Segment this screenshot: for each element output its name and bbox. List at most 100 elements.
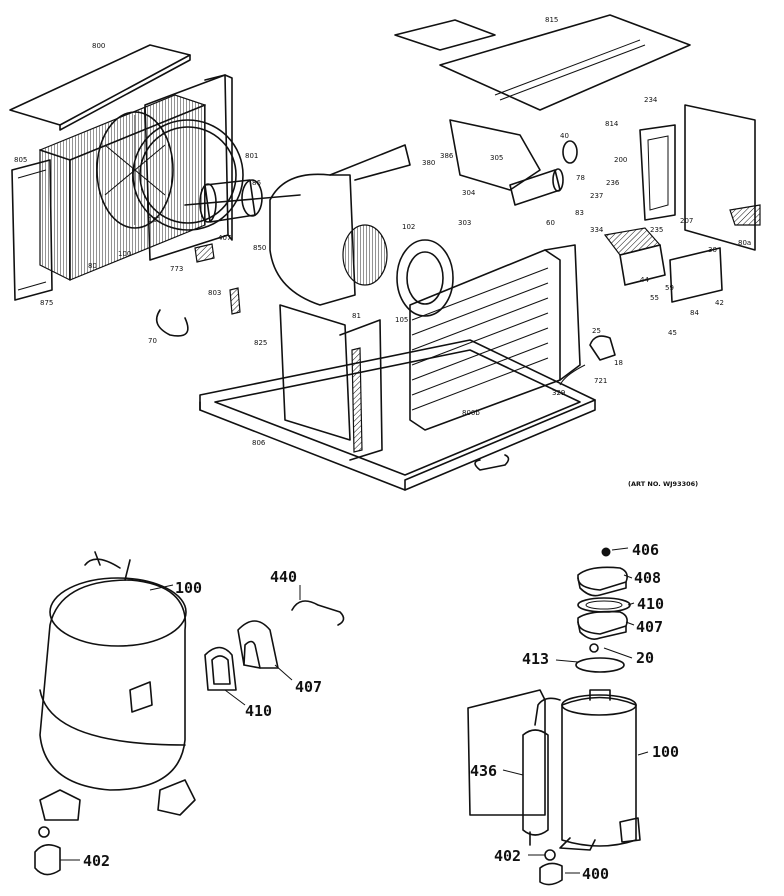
svg-text:40: 40 <box>560 132 569 140</box>
blower-wheel <box>342 224 388 286</box>
callout-436: 436 <box>470 762 497 780</box>
blower-housing <box>269 173 356 306</box>
compressor-rotary: 406 408 410 407 413 20 100 436 402 400 <box>467 541 679 886</box>
orifice-ring <box>396 239 454 317</box>
svg-text:237: 237 <box>590 192 603 200</box>
callout-402-right: 402 <box>494 847 521 865</box>
top-cover-right <box>439 14 691 111</box>
svg-text:18: 18 <box>614 359 623 367</box>
small-panel <box>394 19 496 51</box>
svg-text:84: 84 <box>690 309 699 317</box>
callout-100-right: 100 <box>652 743 679 761</box>
control-plate <box>669 247 723 303</box>
svg-text:814: 814 <box>605 120 619 128</box>
terminal-cover-408 <box>577 566 628 591</box>
svg-text:81: 81 <box>352 312 361 320</box>
callout-407-right: 407 <box>636 618 663 636</box>
svg-text:44: 44 <box>640 276 649 284</box>
callout-408: 408 <box>634 569 661 587</box>
svg-text:800: 800 <box>92 42 105 50</box>
grommet <box>34 844 61 876</box>
svg-text:105: 105 <box>395 316 408 324</box>
svg-text:200: 200 <box>614 156 627 164</box>
svg-text:386: 386 <box>440 152 454 160</box>
svg-text:55: 55 <box>650 294 659 302</box>
callout-20: 20 <box>636 649 654 667</box>
callout-413: 413 <box>522 650 549 668</box>
rotary-compressor-body <box>561 696 637 847</box>
svg-text:329: 329 <box>552 389 565 397</box>
callout-100-left: 100 <box>175 579 202 597</box>
grommet-right <box>539 862 563 886</box>
gasket-413 <box>575 657 625 673</box>
callout-410-left: 410 <box>245 702 272 720</box>
top-assembly: 815 800 805 80 100 101 773 875 70 86 801… <box>9 14 761 491</box>
svg-text:380: 380 <box>422 159 435 167</box>
mount-foot-right <box>157 779 196 816</box>
svg-text:235: 235 <box>650 226 663 234</box>
callout-410-right: 410 <box>637 595 664 613</box>
svg-text:803: 803 <box>208 289 221 297</box>
svg-text:30: 30 <box>708 246 717 254</box>
control-panel-frame <box>639 124 676 221</box>
svg-text:304: 304 <box>462 189 476 197</box>
svg-text:875: 875 <box>40 299 53 307</box>
callout-440: 440 <box>270 568 297 586</box>
compressor-large: 100 440 407 410 402 <box>34 551 345 876</box>
terminal-cover-407-right <box>577 610 628 635</box>
svg-text:78: 78 <box>576 174 585 182</box>
svg-text:80a: 80a <box>738 239 751 247</box>
evaporator-coil <box>409 249 561 431</box>
svg-text:234: 234 <box>644 96 658 104</box>
svg-text:801: 801 <box>245 152 258 160</box>
svg-text:305: 305 <box>490 154 503 162</box>
callout-407-left: 407 <box>295 678 322 696</box>
accumulator <box>522 729 549 836</box>
svg-text:70: 70 <box>148 337 157 345</box>
svg-text:407: 407 <box>218 234 231 242</box>
svg-text:45: 45 <box>668 329 677 337</box>
condenser-fan <box>96 111 174 229</box>
art-number: (ART NO. WJ93306) <box>628 480 698 488</box>
power-cord <box>155 309 189 337</box>
svg-text:42: 42 <box>715 299 724 307</box>
svg-text:850: 850 <box>253 244 266 252</box>
svg-text:59: 59 <box>665 284 674 292</box>
retaining-clip-440 <box>291 600 345 626</box>
svg-text:800b: 800b <box>462 409 480 417</box>
callout-400: 400 <box>582 865 609 883</box>
svg-text:825: 825 <box>254 339 267 347</box>
svg-text:806: 806 <box>252 439 266 447</box>
gasket-410 <box>204 646 237 691</box>
callout-402-left: 402 <box>83 852 110 870</box>
svg-text:86: 86 <box>252 179 261 187</box>
svg-text:805: 805 <box>14 156 27 164</box>
callout-406: 406 <box>632 541 659 559</box>
svg-text:334: 334 <box>590 226 604 234</box>
svg-text:60: 60 <box>546 219 555 227</box>
mounting-bracket <box>467 689 546 816</box>
svg-text:102: 102 <box>402 223 415 231</box>
condenser-coil <box>39 94 206 281</box>
terminal-cover-407 <box>237 620 279 669</box>
svg-text:207: 207 <box>680 217 693 225</box>
svg-text:100: 100 <box>118 250 131 258</box>
compressor-body <box>39 579 187 791</box>
top-assembly-labels: 815 800 805 80 100 101 773 875 70 86 801… <box>14 16 751 488</box>
svg-text:80: 80 <box>88 262 97 270</box>
svg-text:101: 101 <box>148 216 161 224</box>
svg-text:236: 236 <box>606 179 620 187</box>
svg-text:303: 303 <box>458 219 471 227</box>
svg-text:83: 83 <box>575 209 584 217</box>
thermostat <box>589 335 616 361</box>
capacitor <box>509 169 561 206</box>
svg-text:773: 773 <box>170 265 183 273</box>
side-panel-left <box>11 159 53 301</box>
svg-text:721: 721 <box>594 377 607 385</box>
mount-foot-left <box>39 789 81 821</box>
svg-text:815: 815 <box>545 16 558 24</box>
svg-text:25: 25 <box>592 327 601 335</box>
side-panel-right <box>684 104 756 251</box>
